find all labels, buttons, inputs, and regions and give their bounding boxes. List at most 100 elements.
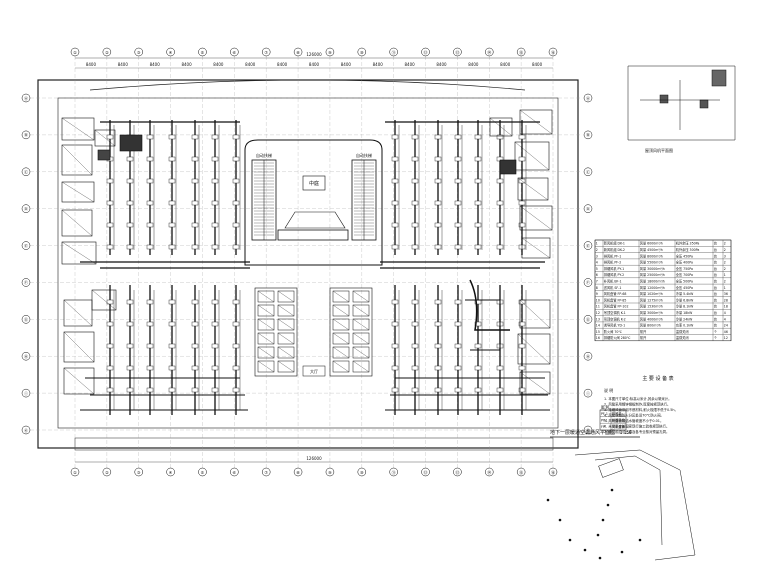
- svg-text:⑮: ⑮: [519, 469, 523, 475]
- air-diffuser: [454, 299, 462, 305]
- axis-bubble-top: ①: [70, 47, 80, 57]
- air-diffuser: [211, 222, 219, 228]
- axis-bubble-bottom: ⑦: [261, 467, 271, 477]
- equipment-cell: 吊顶空调机 K-1: [604, 310, 626, 315]
- svg-text:⑨: ⑨: [328, 50, 332, 55]
- air-diffuser: [168, 222, 176, 228]
- equipment-cell: 冷量 24kW: [676, 316, 693, 321]
- svg-text:Ⓕ: Ⓕ: [586, 279, 590, 285]
- air-diffuser: [454, 365, 462, 371]
- air-diffuser: [496, 200, 504, 206]
- axis-bubble-left: Ⓖ: [21, 315, 31, 324]
- svg-text:⑧: ⑧: [296, 50, 300, 55]
- air-diffuser: [496, 222, 504, 228]
- equipment-cell: 12: [596, 311, 600, 315]
- svg-text:Ⓘ: Ⓘ: [24, 390, 28, 396]
- equipment-cell: 台: [714, 310, 717, 315]
- air-diffuser: [434, 222, 442, 228]
- equipment-cell: 3: [724, 254, 726, 258]
- equipment-room: [517, 333, 551, 365]
- site-marker: [546, 498, 550, 502]
- axis-bubble-top: ⑦: [261, 47, 271, 57]
- air-diffuser: [106, 365, 114, 371]
- axis-bubble-top: ⑧: [293, 47, 303, 57]
- axis-bubble-left: Ⓘ: [21, 388, 31, 398]
- air-diffuser: [474, 178, 482, 184]
- elevator-shaft: [332, 332, 350, 345]
- equipment-cell: 台: [714, 266, 717, 271]
- equipment-cell: 台: [714, 304, 717, 309]
- elevator-shaft: [332, 290, 350, 303]
- equipment-cell: 补风机 BF-1: [604, 279, 622, 284]
- site-marker: [583, 548, 587, 552]
- escalator-right: [351, 159, 377, 241]
- equipment-table-title: 主 要 设 备 表: [642, 375, 673, 382]
- elevator-shaft: [257, 346, 275, 359]
- equipment-cell: 机外余压 300Pa: [676, 247, 700, 252]
- site-marker: [606, 503, 610, 507]
- equipment-cell: 排风机 PF-1: [604, 253, 622, 258]
- equipment-cell: 台: [714, 260, 717, 265]
- atrium-label-box: [302, 175, 326, 191]
- air-diffuser: [211, 299, 219, 305]
- svg-text:⑭: ⑭: [487, 49, 491, 55]
- equipment-cell: 排风机 PF-2: [604, 260, 622, 265]
- air-diffuser: [146, 387, 154, 393]
- axis-bubble-right: Ⓗ: [583, 351, 593, 361]
- legend-code: PY-1: [601, 418, 608, 422]
- air-diffuser: [168, 343, 176, 349]
- equipment-cell: 台: [714, 279, 717, 284]
- equipment-room: [517, 177, 549, 201]
- equipment-cell: 11: [596, 305, 600, 309]
- elevator-shaft: [257, 304, 275, 317]
- dimension-label: 8400: [277, 62, 288, 67]
- axis-bubble-bottom: ③: [134, 467, 143, 477]
- equipment-cell: 全压 700Pa: [676, 272, 693, 277]
- dimension-label: 8400: [150, 62, 161, 67]
- dimension-label: 8400: [86, 62, 97, 67]
- equipment-room: [94, 129, 116, 147]
- axis-bubble-right: Ⓖ: [583, 315, 593, 324]
- svg-text:⑤: ⑤: [201, 50, 205, 55]
- equipment-room: [489, 117, 513, 137]
- axis-bubble-top: ⑪: [389, 47, 398, 57]
- axis-bubble-top: ⑥: [230, 47, 239, 57]
- air-diffuser: [411, 321, 419, 327]
- air-diffuser: [496, 365, 504, 371]
- equipment-room: [61, 209, 93, 237]
- dimension-label: 8400: [245, 62, 256, 67]
- air-diffuser: [232, 178, 240, 184]
- air-diffuser: [391, 387, 399, 393]
- svg-text:Ⓒ: Ⓒ: [24, 169, 28, 175]
- axis-bubble-left: Ⓕ: [21, 278, 31, 287]
- air-diffuser: [126, 200, 134, 206]
- svg-text:①: ①: [73, 50, 77, 55]
- axis-bubble-bottom: ②: [102, 467, 112, 477]
- air-diffuser: [211, 365, 219, 371]
- total-dimension-label: 126000: [306, 52, 322, 57]
- axis-bubble-top: ⑮: [516, 47, 526, 57]
- air-diffuser: [191, 200, 199, 206]
- air-diffuser: [434, 134, 442, 140]
- air-diffuser: [211, 178, 219, 184]
- equipment-room: [63, 367, 95, 395]
- equipment-cell: 全压 400Pa: [676, 260, 693, 265]
- elevator-shaft: [277, 360, 295, 373]
- air-diffuser: [474, 387, 482, 393]
- air-diffuser: [191, 134, 199, 140]
- note-line: 3. 排烟风管采用不燃材料,耐火极限不低于0.5h。: [604, 407, 678, 412]
- axis-bubble-right: Ⓒ: [583, 167, 593, 177]
- equipment-cell: 12: [724, 336, 728, 340]
- svg-text:Ⓘ: Ⓘ: [586, 390, 590, 396]
- equipment-cell: 风量 800m³/h: [640, 323, 661, 328]
- equipment-cell: 风量 1530m³/h: [640, 304, 663, 309]
- air-diffuser: [454, 343, 462, 349]
- air-diffuser: [126, 222, 134, 228]
- air-diffuser: [232, 200, 240, 206]
- exhaust-fan-unit: [499, 159, 517, 175]
- air-diffuser: [411, 343, 419, 349]
- air-diffuser: [232, 134, 240, 140]
